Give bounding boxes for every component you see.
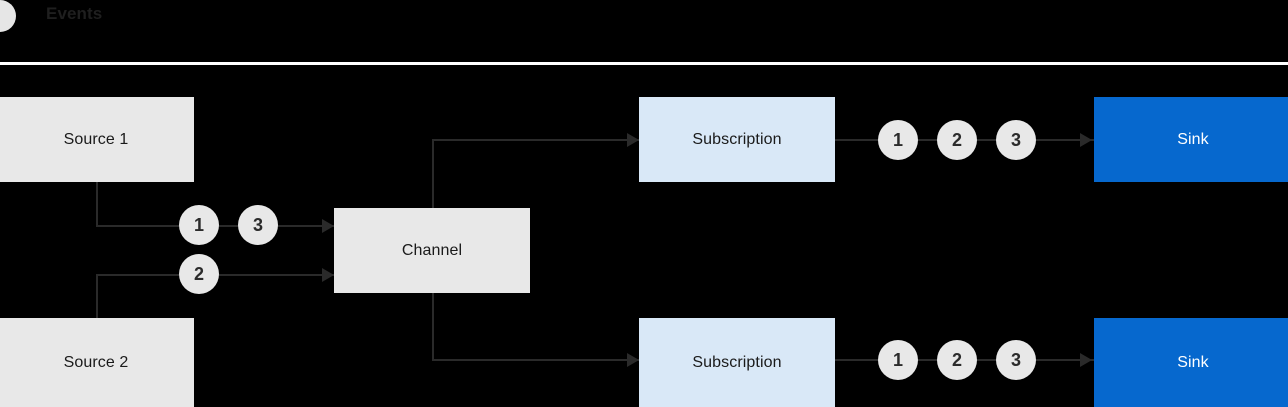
node-channel[interactable]: Channel [334,208,530,293]
connector-channel-top-vertical [432,140,434,210]
legend: Events [0,0,300,34]
event-circle: 3 [996,340,1036,380]
node-source-1-label: Source 1 [63,130,129,148]
arrowhead-subscription-top-to-sink [1080,133,1092,147]
node-sink-bottom[interactable]: Sink [1094,318,1288,407]
connector-channel-bottom-vertical [432,291,434,361]
event-circle: 3 [996,120,1036,160]
connector-source2-vertical [96,275,98,320]
connector-channel-bottom-horizontal [432,359,639,361]
node-subscription-bottom[interactable]: Subscription [639,318,835,407]
connector-source1-vertical [96,182,98,227]
arrowhead-source2-to-channel [322,268,334,282]
node-subscription-bottom-label: Subscription [692,353,782,371]
event-circle: 1 [878,340,918,380]
event-circle: 2 [937,340,977,380]
header-divider [0,62,1288,65]
connector-channel-top-horizontal [432,139,639,141]
node-subscription-top[interactable]: Subscription [639,97,835,182]
node-sink-bottom-label: Sink [1177,353,1209,371]
event-circle-icon [0,0,16,32]
event-circle: 1 [179,205,219,245]
node-channel-label: Channel [401,241,463,259]
arrowhead-source1-to-channel [322,219,334,233]
legend-label: Events [46,4,103,23]
event-circle: 3 [238,205,278,245]
event-circle: 1 [878,120,918,160]
node-sink-top[interactable]: Sink [1094,97,1288,182]
arrowhead-channel-to-subscription-bottom [627,353,639,367]
node-source-2[interactable]: Source 2 [0,318,194,407]
node-source-2-label: Source 2 [63,353,129,371]
arrowhead-subscription-bottom-to-sink [1080,353,1092,367]
node-sink-top-label: Sink [1177,130,1209,148]
event-circle: 2 [179,254,219,294]
event-circle: 2 [937,120,977,160]
arrowhead-channel-to-subscription-top [627,133,639,147]
node-source-1[interactable]: Source 1 [0,97,194,182]
node-subscription-top-label: Subscription [692,130,782,148]
